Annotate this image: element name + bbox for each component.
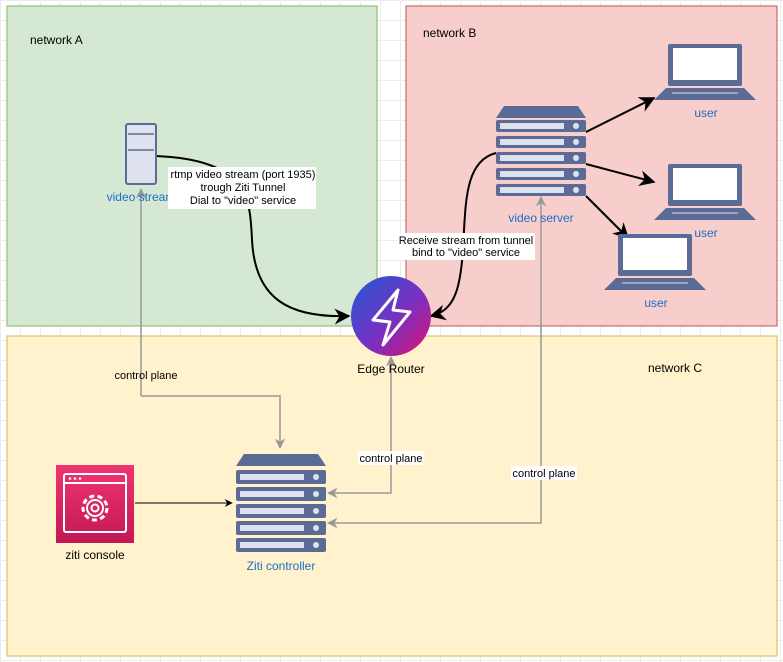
user-node-1: user <box>654 44 756 120</box>
zone-label-network-c: network C <box>648 361 702 375</box>
stream-label-line-2: trough Ziti Tunnel <box>201 182 286 194</box>
stream-edge-label: rtmp video stream (port 1935) trough Zit… <box>168 167 316 209</box>
edge-router-node: Edge Router <box>351 276 431 376</box>
video-stream-label: video stream <box>107 190 176 204</box>
video-server-label: video server <box>508 211 573 225</box>
user-node-3: user <box>604 234 706 310</box>
zone-label-network-a: network A <box>30 33 83 47</box>
server-rack-icon <box>496 106 586 196</box>
stream-label-line-3: Dial to "video" service <box>190 195 296 207</box>
cp-label-server: control plane <box>511 466 577 480</box>
lightning-icon <box>351 276 431 356</box>
cp-label-router-text: control plane <box>360 453 423 465</box>
stream-label-line-1: rtmp video stream (port 1935) <box>171 169 316 181</box>
control-plane-edge-server <box>326 195 547 529</box>
video-server-node: video server <box>496 106 586 225</box>
server-rack-icon <box>236 454 326 552</box>
user-node-2: user <box>654 164 756 240</box>
cp-label-stream-text: control plane <box>115 370 178 382</box>
cp-label-router: control plane <box>358 451 424 465</box>
server-to-user-1-edge <box>585 97 656 133</box>
laptop-icon <box>654 164 756 220</box>
zone-network-a: network A <box>6 5 378 327</box>
ziti-controller-node: Ziti controller <box>236 454 326 573</box>
server-to-user-2-edge <box>585 163 656 187</box>
receive-edge-label: Receive stream from tunnel bind to "vide… <box>398 233 535 260</box>
user-label-3: user <box>644 296 667 310</box>
laptop-icon <box>604 234 706 290</box>
gear-icon <box>63 473 127 533</box>
receive-label-line-2: bind to "video" service <box>412 247 520 259</box>
receive-label-line-1: Receive stream from tunnel <box>399 235 534 247</box>
ziti-console-node: ziti console <box>56 465 134 562</box>
cp-label-server-text: control plane <box>513 468 576 480</box>
ziti-controller-label: Ziti controller <box>247 559 316 573</box>
user-label-1: user <box>694 106 717 120</box>
cp-label-stream: control plane <box>115 370 178 382</box>
server-to-user-3-edge <box>585 195 630 240</box>
laptop-icon <box>654 44 756 100</box>
video-stream-node: video stream <box>107 123 176 204</box>
edge-router-label: Edge Router <box>357 362 424 376</box>
ziti-console-label: ziti console <box>65 548 125 562</box>
tower-pc-icon <box>125 123 157 185</box>
control-plane-edge-stream-controller <box>141 395 286 450</box>
user-label-2: user <box>694 226 717 240</box>
zone-label-network-b: network B <box>423 26 476 40</box>
server-to-router-edge <box>429 152 497 321</box>
